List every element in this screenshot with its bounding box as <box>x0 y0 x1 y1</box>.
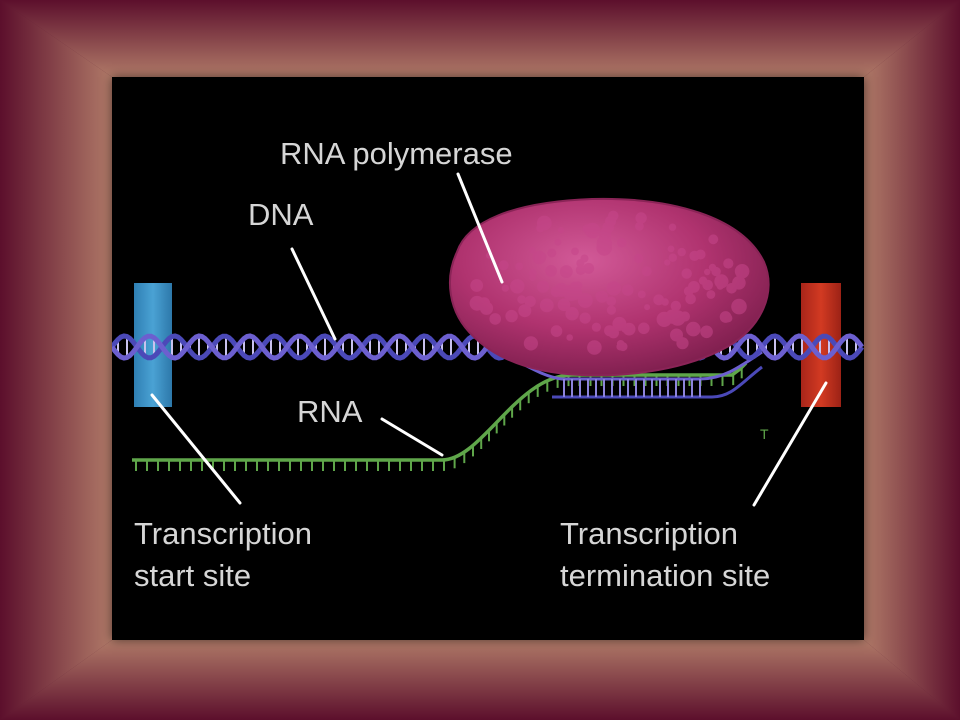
diagram-panel: RNA polymerase DNA RNA Transcription sta… <box>112 77 864 640</box>
rna-polymerase-pointer <box>456 172 504 284</box>
rna-label: RNA <box>297 394 363 429</box>
dna-label: DNA <box>248 197 314 232</box>
start-site-label-line2: start site <box>134 558 251 593</box>
small-glyph-label: T <box>760 426 769 442</box>
termination-site-label-line2: termination site <box>560 558 770 593</box>
transcription-diagram: RNA polymerase DNA RNA Transcription sta… <box>112 136 864 593</box>
rna-pointer <box>380 417 444 457</box>
start-site-pointer <box>150 393 242 505</box>
start-site-label-line1: Transcription <box>134 516 312 551</box>
rna-polymerase <box>449 197 770 377</box>
termination-site-label-line1: Transcription <box>560 516 738 551</box>
dna-pointer <box>290 247 337 341</box>
rna-polymerase-label: RNA polymerase <box>280 136 513 171</box>
termination-site-pointer <box>752 381 828 507</box>
